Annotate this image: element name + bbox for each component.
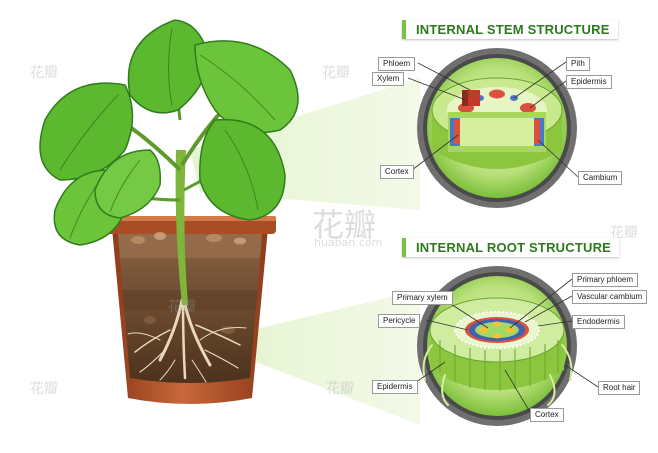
label-root-epidermis: Epidermis	[372, 380, 418, 394]
label-root-hair: Root hair	[598, 381, 641, 395]
stem-cross-section-lens	[417, 48, 577, 208]
label-endodermis: Endodermis	[572, 315, 625, 329]
plant-roots	[127, 298, 247, 383]
root-cross-section-lens	[417, 266, 577, 426]
stem-structure-title: INTERNAL STEM STRUCTURE	[402, 20, 618, 39]
flower-pot	[104, 216, 276, 404]
label-pericycle: Pericycle	[378, 314, 421, 328]
root-zoom-beam	[210, 290, 420, 425]
root-structure-title: INTERNAL ROOT STRUCTURE	[402, 238, 620, 257]
label-primary-xylem: Primary xylem	[392, 291, 453, 305]
label-cambium: Cambium	[578, 171, 623, 185]
label-vascular-cambium: Vascular cambium	[572, 290, 648, 304]
label-root-cortex: Cortex	[530, 408, 564, 422]
label-stem-cortex: Cortex	[380, 165, 414, 179]
plant-stem	[175, 150, 188, 305]
label-stem-epidermis: Epidermis	[566, 75, 612, 89]
label-primary-phloem: Primary phloem	[572, 273, 639, 287]
label-phloem: Phloem	[378, 57, 416, 71]
plant-leaves	[39, 19, 299, 246]
label-pith: Pith	[566, 57, 590, 71]
label-xylem: Xylem	[372, 72, 405, 86]
